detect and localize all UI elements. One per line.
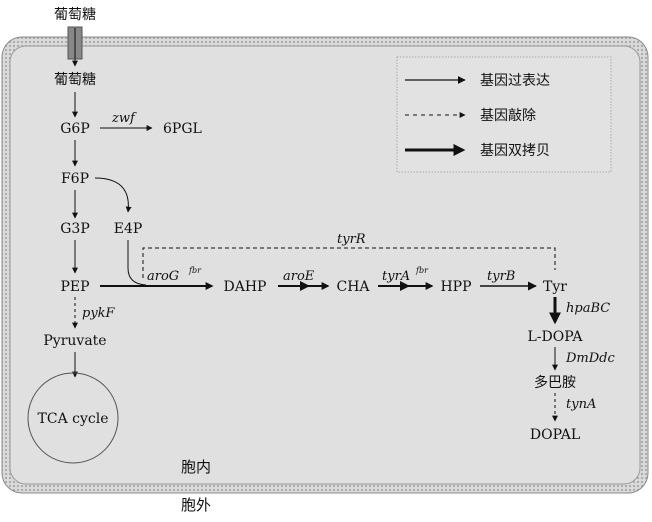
- label-intracellular: 胞内: [181, 458, 211, 476]
- gene-tyrA: tyrA: [382, 269, 410, 284]
- gene-DmDdc: DmDdc: [565, 351, 615, 366]
- gene-hpaBC: hpaBC: [566, 301, 610, 316]
- node-g6p: G6P: [60, 121, 90, 137]
- node-l-dopa: L-DOPA: [528, 329, 584, 345]
- node-6pgl: 6PGL: [163, 121, 202, 137]
- gene-aroE: aroE: [283, 269, 315, 284]
- gene-tyrB: tyrB: [487, 269, 515, 284]
- node-cha: CHA: [336, 279, 370, 295]
- node-dopal: DOPAL: [530, 427, 580, 443]
- legend-label-double-copy: 基因双拷贝: [480, 142, 550, 159]
- node-pep: PEP: [60, 279, 89, 295]
- node-e4p: E4P: [114, 221, 143, 237]
- node-dahp: DAHP: [224, 279, 267, 295]
- node-glucose-outside: 葡萄糖: [54, 7, 96, 23]
- gene-aroG: aroG: [147, 269, 179, 284]
- node-g3p: G3P: [60, 221, 90, 237]
- node-dopamine: 多巴胺: [534, 374, 576, 391]
- node-tca-cycle: TCA cycle: [38, 411, 109, 427]
- tca-cycle-circle: [27, 372, 119, 464]
- gene-pykF: pykF: [82, 306, 116, 321]
- node-f6p: F6P: [61, 171, 89, 187]
- legend-label-knockout: 基因敲除: [480, 107, 536, 124]
- label-extracellular: 胞外: [181, 496, 211, 514]
- legend-label-overexpression: 基因过表达: [480, 72, 550, 89]
- node-tyr: Tyr: [543, 279, 567, 295]
- gene-tyrA-superscript: fbr: [415, 266, 429, 275]
- node-pyruvate: Pyruvate: [43, 333, 106, 349]
- gene-tynA: tynA: [566, 397, 596, 412]
- legend-box: [396, 56, 612, 173]
- node-hpp: HPP: [440, 279, 471, 295]
- gene-zwf: zwf: [111, 111, 137, 126]
- gene-aroG-superscript: fbr: [188, 266, 202, 275]
- node-glucose-inside: 葡萄糖: [54, 72, 96, 88]
- gene-tyrR: tyrR: [337, 232, 366, 247]
